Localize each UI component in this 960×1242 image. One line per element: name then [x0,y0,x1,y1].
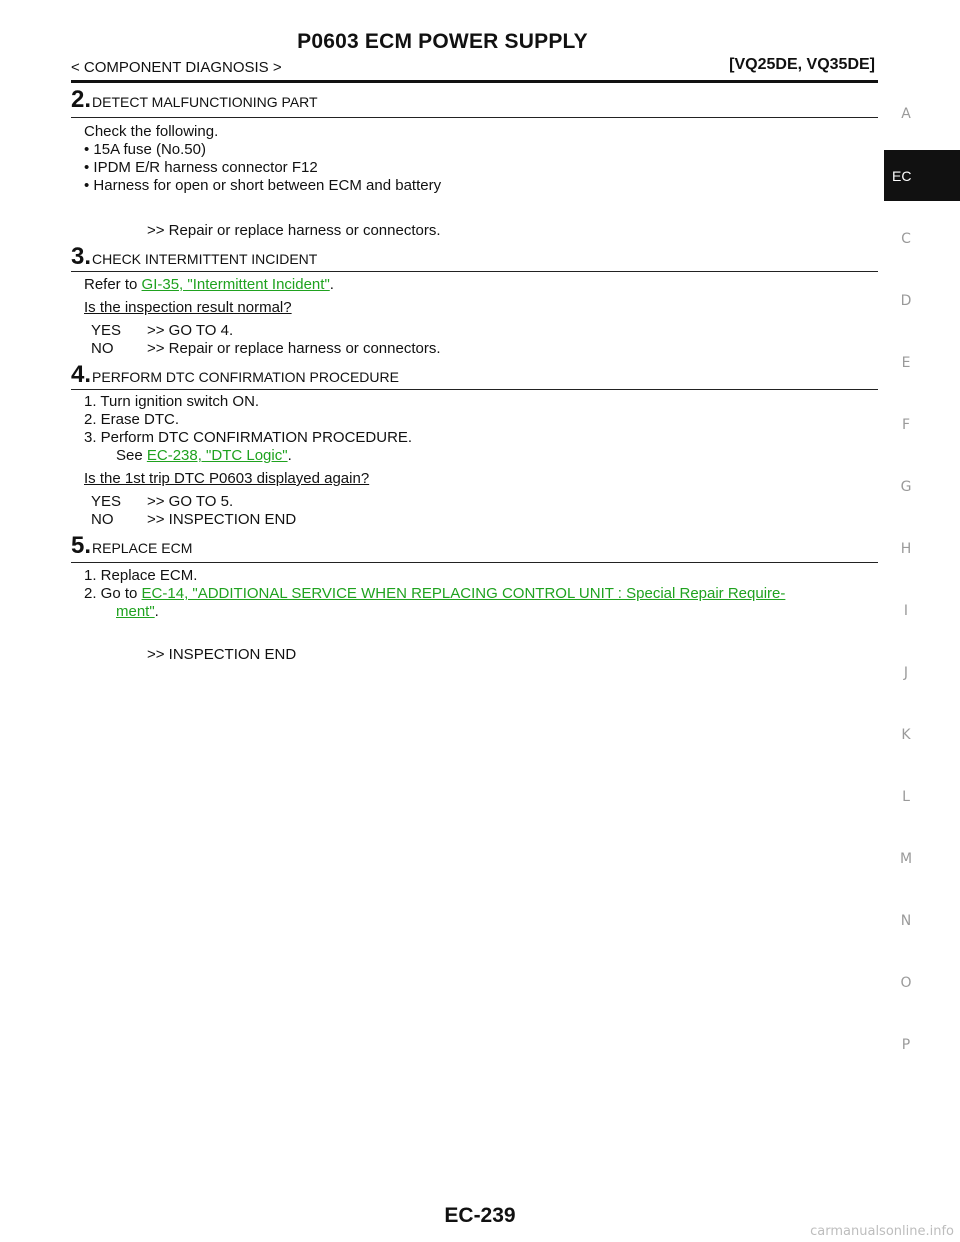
yes-action: >> GO TO 4. [147,322,234,339]
index-letter-c[interactable]: C [901,231,911,247]
step-title: PERFORM DTC CONFIRMATION PROCEDURE [92,369,399,385]
step-title: CHECK INTERMITTENT INCIDENT [92,251,318,267]
additional-service-link-cont[interactable]: ment" [116,603,155,620]
procedure-item: 1. Turn ignition switch ON. [84,393,260,410]
watermark: carmanualsonline.info [810,1224,954,1239]
goto-suffix: . [154,603,159,620]
goto-prefix: 2. Go to [84,585,142,602]
additional-service-link[interactable]: EC-14, "ADDITIONAL SERVICE WHEN REPLACIN… [141,585,786,602]
index-letter-o[interactable]: O [900,975,912,991]
section-index-sidebar: A EC C D E F G H I J K L M N O P [884,0,960,1242]
section-label: < COMPONENT DIAGNOSIS > [71,59,282,76]
step-number: 3. [71,243,92,270]
index-letter-k[interactable]: K [901,727,911,743]
step-5-result: >> INSPECTION END [147,646,297,663]
check-item: • IPDM E/R harness connector F12 [84,159,318,176]
check-item: • Harness for open or short between ECM … [84,177,442,194]
yes-action: >> GO TO 5. [147,493,234,510]
page-number: EC-239 [444,1204,516,1227]
dtc-logic-link[interactable]: EC-238, "DTC Logic" [146,447,288,464]
index-letter-l[interactable]: L [902,789,910,805]
step-5-heading: 5.REPLACE ECM [71,532,192,560]
index-letter-m[interactable]: M [899,851,913,867]
step-4-heading: 4.PERFORM DTC CONFIRMATION PROCEDURE [71,361,399,389]
procedure-item: 2. Go to EC-14, "ADDITIONAL SERVICE WHEN… [84,585,785,602]
procedure-item: 1. Replace ECM. [84,567,198,584]
step-2-heading: 2.DETECT MALFUNCTIONING PART [71,86,318,114]
yes-label: YES [91,322,122,339]
refer-prefix: Refer to [84,276,142,293]
index-tab-ec-active[interactable]: EC [884,150,960,201]
step-2-intro: Check the following. [84,123,219,140]
inspection-question: Is the inspection result normal? [84,299,292,316]
step-2-result: >> Repair or replace harness or connecto… [147,222,441,239]
index-letter-j[interactable]: J [903,665,909,681]
no-label: NO [91,340,114,357]
index-letter-f[interactable]: F [901,417,911,433]
dtc-question: Is the 1st trip DTC P0603 displayed agai… [84,470,370,487]
step-number: 5. [71,532,92,559]
index-letter-n[interactable]: N [900,913,912,929]
check-item: • 15A fuse (No.50) [84,141,206,158]
step-3-heading: 3.CHECK INTERMITTENT INCIDENT [71,243,317,271]
step-title: DETECT MALFUNCTIONING PART [92,94,318,110]
header-divider [71,80,878,83]
no-action: >> INSPECTION END [147,511,297,528]
step-divider [71,562,878,563]
intermittent-incident-link[interactable]: GI-35, "Intermittent Incident" [141,276,330,293]
yes-label: YES [91,493,122,510]
page-title: P0603 ECM POWER SUPPLY [297,30,588,53]
see-suffix: . [287,447,292,464]
see-prefix: See [116,447,147,464]
step-number: 2. [71,86,92,113]
index-letter-g[interactable]: G [900,479,912,495]
index-letter-a[interactable]: A [901,106,911,122]
step-number: 4. [71,361,92,388]
step-title: REPLACE ECM [92,540,193,556]
see-line: See EC-238, "DTC Logic". [116,447,292,464]
no-label: NO [91,511,114,528]
step-divider [71,117,878,118]
engine-models: [VQ25DE, VQ35DE] [729,56,875,73]
index-letter-d[interactable]: D [900,293,912,309]
step-divider [71,389,878,390]
step-divider [71,271,878,272]
procedure-item: 3. Perform DTC CONFIRMATION PROCEDURE. [84,429,413,446]
index-letter-e[interactable]: E [901,355,911,371]
no-action: >> Repair or replace harness or connecto… [147,340,441,357]
index-letter-p[interactable]: P [901,1037,911,1053]
index-letter-h[interactable]: H [900,541,912,557]
procedure-item: 2. Erase DTC. [84,411,180,428]
index-letter-i[interactable]: I [903,603,909,619]
refer-suffix: . [329,276,334,293]
link-continuation: ment". [116,603,159,620]
refer-line: Refer to GI-35, "Intermittent Incident". [84,276,334,293]
